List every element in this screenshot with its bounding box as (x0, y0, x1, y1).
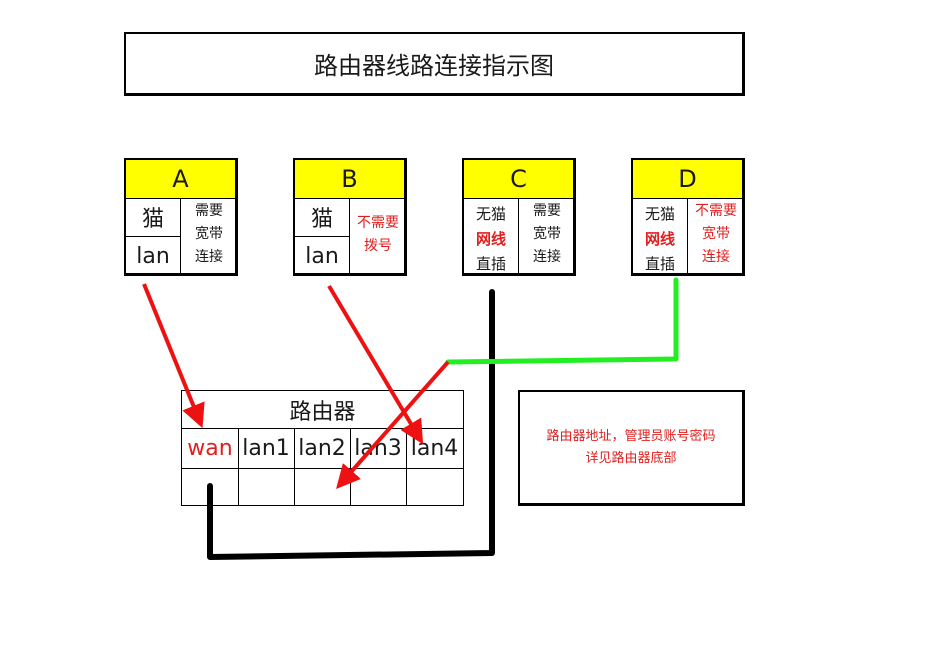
card-b-split (295, 236, 349, 237)
card-b-header: B (295, 160, 404, 199)
card-d-direct-note: 无猫 网线 直插 (633, 202, 687, 277)
card-b: B 猫 lan 不需要 拨号 (293, 158, 407, 276)
card-c: C 无猫 网线 直插 需要 宽带 连接 (462, 158, 576, 276)
card-d-divider (687, 198, 688, 273)
card-a-split (126, 236, 180, 237)
card-d: D 无猫 网线 直插 不需要 宽带 连接 (631, 158, 745, 276)
card-c-direct-line3: 直插 (475, 255, 506, 273)
wire-d-to-lan2 (445, 277, 679, 365)
card-b-note-line1: 不需要 (357, 215, 399, 231)
card-d-direct-line1: 无猫 (644, 205, 675, 223)
card-a-modem-label: 猫 (141, 207, 164, 232)
router-info-line1: 路由器地址，管理员账号密码 (546, 428, 716, 444)
card-d-direct-line3: 直插 (644, 255, 675, 273)
card-b-divider (349, 198, 350, 273)
card-c-note-line3: 连接 (533, 249, 561, 265)
page-title: 路由器线路连接指示图 (124, 32, 745, 96)
card-a-note-line2: 宽带 (195, 226, 223, 242)
port-label-lan1: lan1 (238, 428, 294, 469)
wire-c-to-wan (207, 289, 495, 560)
port-col-wan: wan (182, 428, 239, 506)
card-c-direct-line1: 无猫 (475, 205, 506, 223)
card-d-header: D (633, 160, 742, 199)
card-d-direct-line2: 网线 (644, 230, 675, 248)
card-a-note-line3: 连接 (195, 249, 223, 265)
card-c-note-line2: 宽带 (533, 226, 561, 242)
card-c-direct-note: 无猫 网线 直插 (464, 202, 518, 277)
card-c-direct-line2: 网线 (475, 230, 506, 248)
card-d-note-line3: 连接 (702, 249, 730, 265)
card-d-note: 不需要 宽带 连接 (688, 200, 744, 269)
card-a-note: 需要 宽带 连接 (181, 200, 237, 269)
port-col-lan1: lan1 (238, 428, 295, 506)
port-label-wan: wan (182, 428, 238, 469)
card-c-note-line1: 需要 (533, 203, 561, 219)
card-a-note-line1: 需要 (195, 203, 223, 219)
arrow-d-to-lan2 (336, 360, 450, 490)
router-info-line2: 详见路由器底部 (585, 450, 677, 466)
card-a-lan-label: lan (136, 243, 170, 269)
card-c-note: 需要 宽带 连接 (519, 200, 575, 269)
card-a: A 猫 lan 需要 宽带 连接 (124, 158, 238, 276)
port-label-lan2: lan2 (294, 428, 350, 469)
card-b-note-line2: 拨号 (364, 238, 392, 254)
arrow-a-to-wan (142, 283, 205, 429)
card-a-divider (180, 198, 181, 273)
card-b-lan-label: lan (305, 243, 339, 269)
router-info-note: 路由器地址，管理员账号密码 详见路由器底部 (518, 390, 745, 506)
card-d-note-line2: 宽带 (702, 226, 730, 242)
router-title: 路由器 (182, 391, 463, 429)
card-b-note: 不需要 拨号 (350, 212, 406, 258)
arrow-b-to-lan4 (327, 284, 424, 445)
card-b-modem-label: 猫 (310, 207, 333, 232)
card-d-note-line1: 不需要 (695, 203, 737, 219)
card-a-header: A (126, 160, 235, 199)
router-table: 路由器 wan lan1 lan2 lan3 lan4 (181, 390, 464, 506)
card-c-divider (518, 198, 519, 273)
